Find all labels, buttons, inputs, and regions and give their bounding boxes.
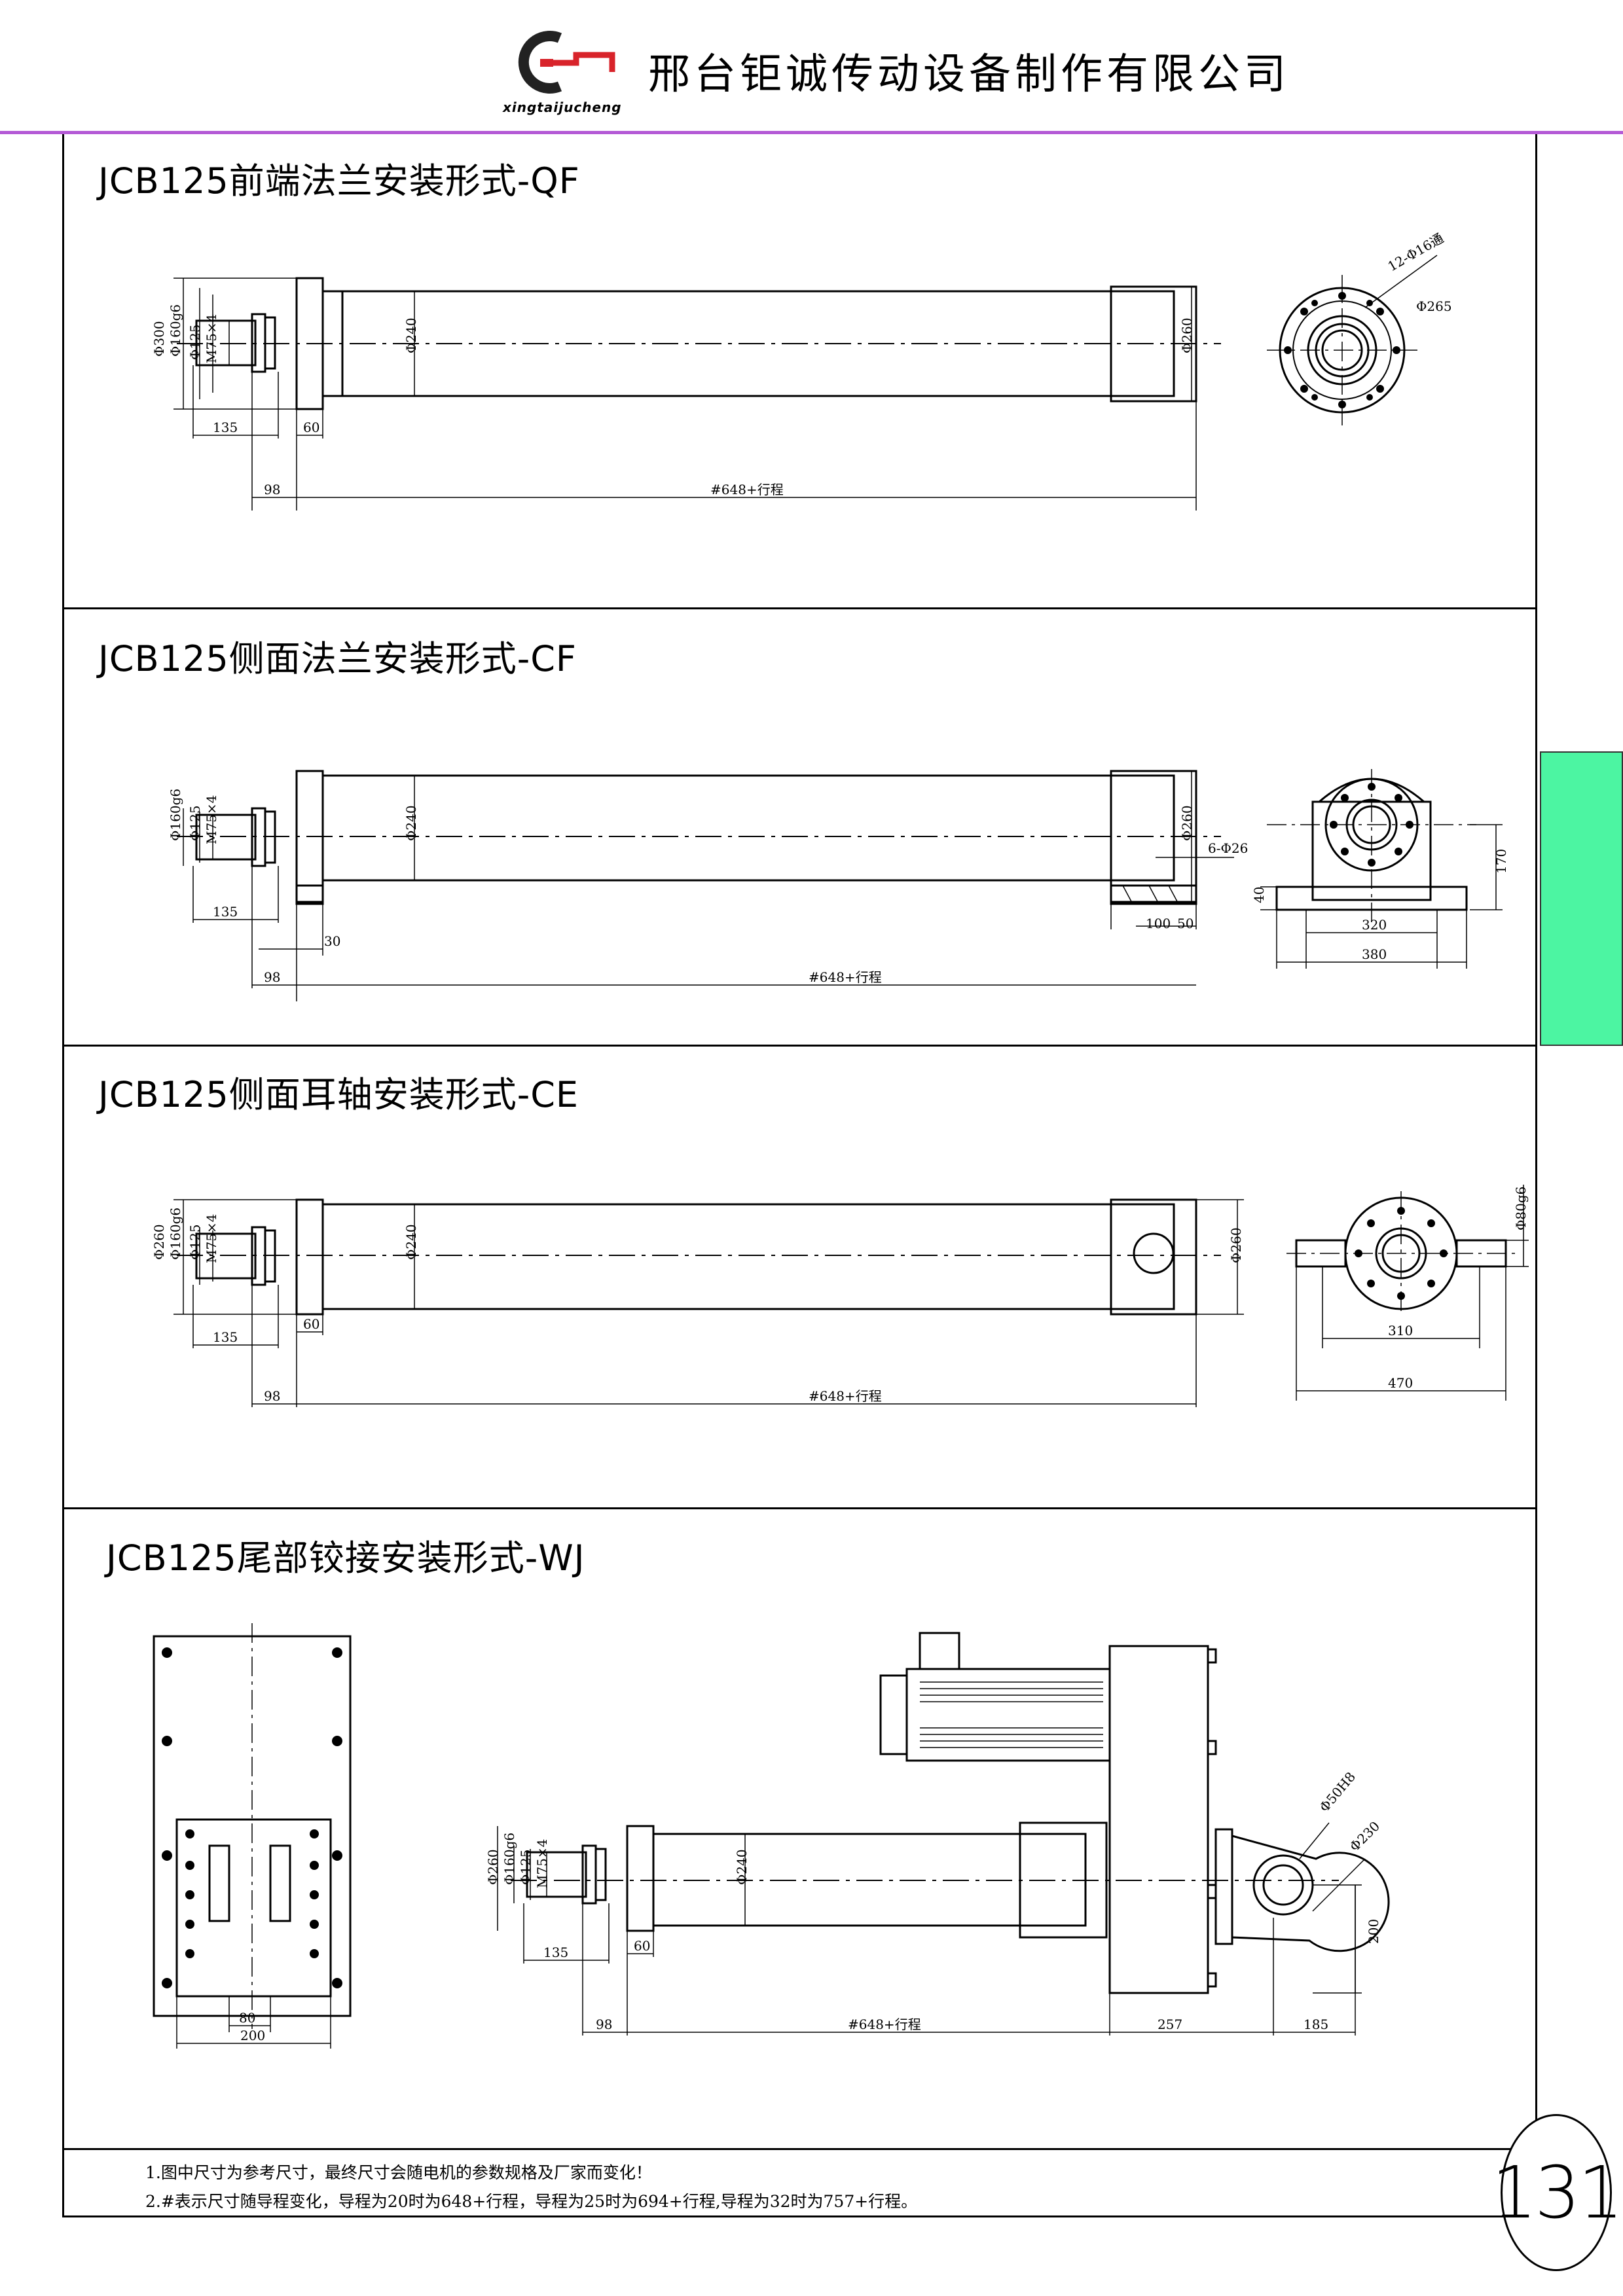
dim-stroke: #648+行程: [710, 482, 784, 497]
dim-d160: Φ160g6: [168, 789, 183, 841]
dim-l40: 40: [1251, 887, 1267, 903]
dim-l98: 98: [596, 2017, 612, 2032]
header-divider: [0, 131, 1623, 134]
company-logo: [514, 26, 619, 98]
dim-l135: 135: [213, 420, 238, 435]
dim-l98: 98: [264, 482, 280, 497]
dim-l60: 60: [303, 420, 319, 435]
dim-holes: 12-Φ16通: [1385, 230, 1446, 275]
section-title-wj: JCB125尾部铰接安装形式-WJ: [106, 1537, 585, 1579]
drawing-qf: Φ300 Φ160g6 Φ125 M75×4 Φ240 Φ260 135 60 …: [151, 230, 1452, 511]
dim-l320: 320: [1362, 917, 1387, 933]
dim-l310: 310: [1388, 1323, 1413, 1338]
dim-d50: Φ50H8: [1316, 1769, 1359, 1816]
dim-d260-end: Φ260: [1228, 1227, 1244, 1263]
dim-l30: 30: [324, 933, 340, 949]
section-title-cf: JCB125侧面法兰安装形式-CF: [98, 638, 577, 679]
dim-l60: 60: [634, 1938, 650, 1954]
section-divider: [62, 2148, 1537, 2150]
dim-d300: Φ300: [151, 321, 167, 357]
dim-l100: 100: [1146, 916, 1171, 931]
dim-stroke: #648+行程: [809, 1388, 882, 1404]
dim-l185: 185: [1304, 2017, 1328, 2032]
dim-m75: M75×4: [204, 795, 219, 844]
dim-d80: Φ80g6: [1513, 1187, 1529, 1230]
dim-l200-clevis: 200: [1366, 1919, 1381, 1944]
dim-d260-flange: Φ260: [151, 1224, 167, 1260]
drawing-ce: Φ260 Φ160g6 Φ125 M75×4 Φ240 Φ260 Φ80g6 1…: [151, 1185, 1529, 1407]
dim-l60: 60: [303, 1316, 319, 1332]
dim-d240: Φ240: [403, 317, 419, 353]
dim-d240: Φ240: [403, 1224, 419, 1260]
notes: 1.图中尺寸为参考尺寸，最终尺寸会随电机的参数规格及厂家而变化！ 2.#表示尺寸…: [145, 2159, 917, 2216]
dim-l135: 135: [213, 1329, 238, 1345]
section-divider: [62, 607, 1537, 609]
dim-stroke: #648+行程: [848, 2017, 921, 2032]
dim-d125: Φ125: [187, 1224, 203, 1260]
dim-d125: Φ125: [187, 324, 203, 360]
dim-r230: Φ230: [1347, 1818, 1383, 1855]
section-title-qf: JCB125前端法兰安装形式-QF: [98, 160, 580, 202]
drawing-wj: 80 200 Φ260 Φ160g6 Φ125 M75×4 Φ240 Φ50H8…: [153, 1623, 1390, 2049]
dim-d160: Φ160g6: [501, 1833, 517, 1885]
dim-d260: Φ260: [1179, 317, 1195, 353]
note-2: 2.#表示尺寸随导程变化，导程为20时为648+行程，导程为25时为694+行程…: [145, 2192, 918, 2211]
dim-l257: 257: [1158, 2017, 1182, 2032]
dim-l50: 50: [1177, 916, 1194, 931]
dim-l200-plate: 200: [240, 2028, 265, 2043]
section-title-ce: JCB125侧面耳轴安装形式-CE: [98, 1074, 579, 1115]
dim-d125: Φ125: [187, 805, 203, 841]
note-1: 1.图中尺寸为参考尺寸，最终尺寸会随电机的参数规格及厂家而变化！: [145, 2163, 652, 2182]
dim-d160: Φ160g6: [168, 1208, 183, 1260]
dim-d265: Φ265: [1416, 298, 1452, 314]
dim-m75: M75×4: [534, 1839, 550, 1888]
dim-d160: Φ160g6: [168, 304, 183, 357]
dim-stroke: #648+行程: [809, 969, 882, 985]
side-tab: [1540, 751, 1623, 1046]
dim-d125: Φ125: [518, 1849, 534, 1885]
drawing-cf: Φ160g6 Φ125 M75×4 Φ240 Φ260 6-Φ26 135 30…: [168, 769, 1509, 1001]
dim-l470: 470: [1388, 1375, 1413, 1391]
logo-subtext: xingtaijucheng: [503, 99, 622, 115]
dim-d240: Φ240: [403, 805, 419, 841]
dim-d260: Φ260: [485, 1849, 501, 1885]
dim-l380: 380: [1362, 946, 1387, 962]
page-number: 131: [1491, 2114, 1623, 2271]
dim-d240: Φ240: [734, 1849, 750, 1885]
dim-l135: 135: [213, 904, 238, 920]
dim-holes: 6-Φ26: [1208, 840, 1248, 856]
page-frame: [62, 134, 1537, 2217]
dim-m75: M75×4: [204, 314, 219, 363]
company-name: 邢台钜诚传动设备制作有限公司: [648, 50, 1290, 99]
dim-d260: Φ260: [1179, 805, 1195, 841]
dim-l98: 98: [264, 1388, 280, 1404]
dim-l170: 170: [1493, 849, 1509, 874]
section-divider: [62, 1045, 1537, 1047]
section-divider: [62, 1507, 1537, 1509]
dim-m75: M75×4: [204, 1214, 219, 1263]
dim-l80: 80: [239, 2010, 255, 2026]
dim-l135: 135: [543, 1945, 568, 1960]
dim-l98: 98: [264, 969, 280, 985]
